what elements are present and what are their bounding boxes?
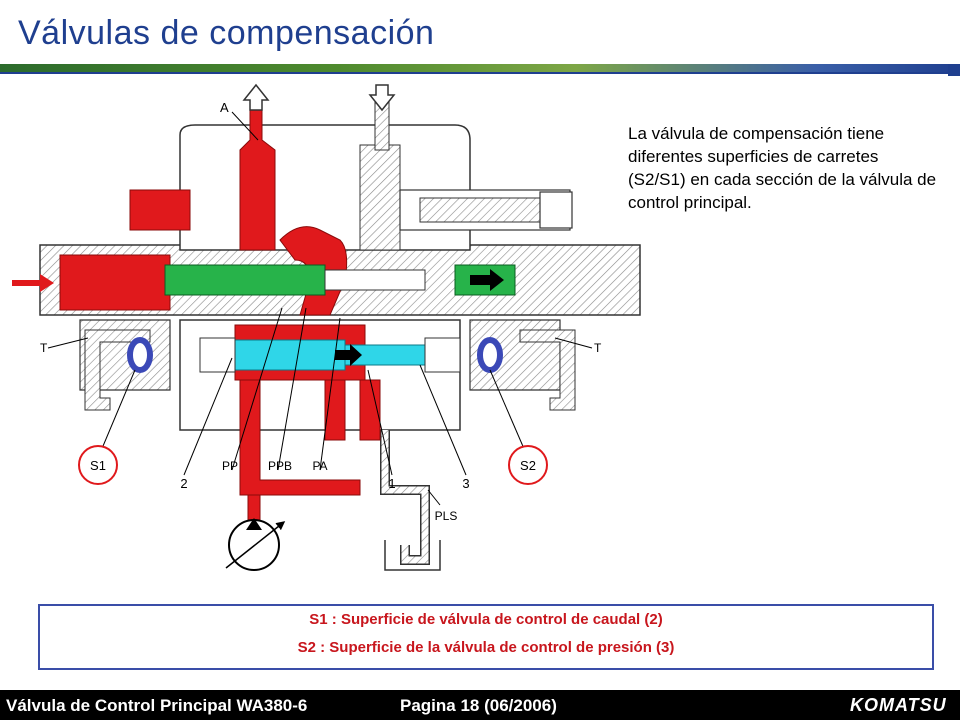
label-s1: S1 [90, 458, 106, 473]
label-pls: PLS [435, 509, 458, 523]
s2-label-circle [508, 445, 548, 485]
rule-line [0, 72, 960, 74]
label-1: 1 [388, 476, 395, 491]
title-rule [0, 64, 960, 76]
s1-ring [127, 337, 153, 373]
footer-bar: Válvula de Control Principal WA380-6 Pag… [0, 690, 960, 720]
legend-box: S1 : Superficie de válvula de control de… [38, 604, 934, 670]
s2-ring [477, 337, 503, 373]
legend-s1: S1 : Superficie de válvula de control de… [309, 611, 663, 628]
label-ppb: PPB [268, 459, 292, 473]
pump-symbol [225, 518, 286, 571]
rule-gradient [0, 64, 960, 72]
page-title: Válvulas de compensación [18, 14, 435, 52]
label-t-right: T [594, 341, 602, 355]
label-2: 2 [180, 476, 187, 491]
label-a: A [220, 100, 229, 115]
label-3: 3 [462, 476, 469, 491]
supply-arrow [368, 84, 396, 112]
label-t-left: T [40, 341, 48, 355]
description-text: La válvula de compensación tiene diferen… [628, 124, 937, 212]
compensation-valve-cyan [199, 337, 461, 373]
s1-label-circle [78, 445, 118, 485]
valve-diagram: A T T S1 S2 2 PP PPB PA 1 3 PLS [12, 83, 641, 571]
leader-lines [47, 111, 593, 506]
rule-square [948, 64, 960, 76]
label-s2: S2 [520, 458, 536, 473]
main-spool-green [164, 264, 516, 296]
legend-s2: S2 : Superficie de la válvula de control… [297, 639, 675, 656]
komatsu-logo: KOMATSU [850, 695, 947, 715]
label-pp: PP [222, 459, 238, 473]
footer-page-number: Pagina 18 (06/2006) [400, 696, 557, 715]
footer-doc-title: Válvula de Control Principal WA380-6 [6, 696, 308, 715]
port-a-arrow [242, 83, 270, 111]
label-pa: PA [312, 459, 327, 473]
